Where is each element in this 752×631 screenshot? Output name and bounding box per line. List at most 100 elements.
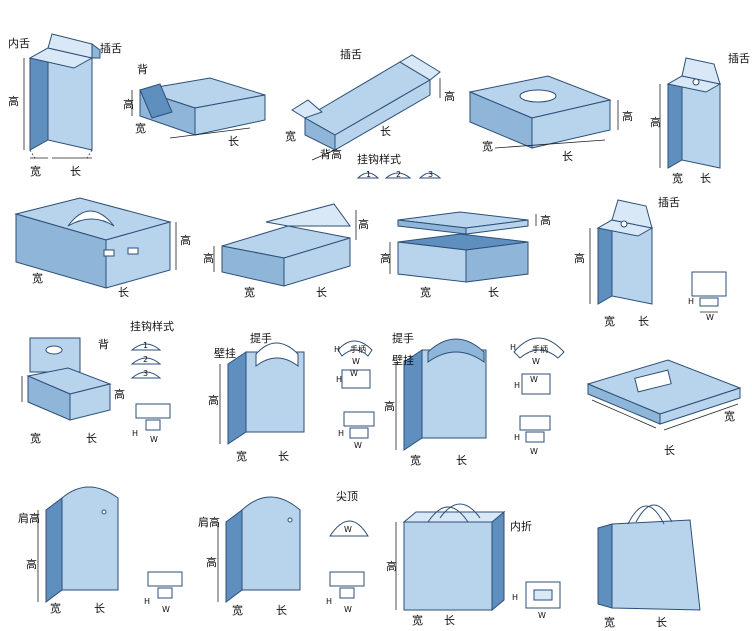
label-w: W (706, 313, 714, 322)
label-height: 高 (123, 97, 134, 111)
label-h: H (132, 429, 138, 438)
handle-detail-1 (337, 340, 375, 439)
hook-hole-detail-3 (329, 571, 365, 599)
tall-tuck-box-9 (589, 199, 654, 305)
label-w: W (532, 357, 540, 366)
label-w: W (354, 441, 362, 450)
label-tuck-inner: 内舌 (8, 36, 30, 50)
label-length: 长 (656, 616, 667, 629)
label-height: 高 (444, 89, 455, 103)
label-length: 长 (278, 450, 289, 463)
label-height: 高 (180, 233, 191, 247)
hook-style-1: 1 (143, 341, 148, 350)
house-box-14 (37, 486, 119, 603)
hanger-tuck-box-3 (291, 54, 441, 161)
label-width: 宽 (50, 601, 61, 615)
label-height: 高 (26, 557, 37, 571)
label-w: W (352, 357, 360, 366)
hanger-hole-detail (691, 271, 727, 313)
label-length: 长 (456, 454, 467, 467)
label-width: 宽 (135, 121, 146, 135)
label-length: 长 (488, 286, 499, 299)
label-handle: 提手 (392, 331, 414, 345)
hook-hole-detail-1 (135, 403, 171, 431)
label-h: H (514, 381, 520, 390)
label-length: 长 (444, 614, 455, 627)
hook-style-icons (356, 172, 442, 179)
label-length: 长 (70, 165, 81, 178)
label-handle-text: 手柄 (350, 344, 366, 354)
label-back: 背 (98, 337, 109, 351)
label-height: 高 (358, 217, 369, 231)
label-width: 宽 (232, 603, 243, 617)
tall-hanger-box-5 (659, 57, 722, 169)
label-width: 宽 (30, 164, 41, 178)
label-length: 长 (664, 444, 675, 457)
label-height: 高 (8, 94, 19, 108)
label-w: W (162, 605, 170, 614)
label-height: 高 (540, 213, 551, 227)
label-length: 长 (276, 604, 287, 617)
label-height: 高 (203, 251, 214, 265)
label-wall-hang: 壁挂 (214, 346, 236, 360)
label-hook-styles: 挂钩样式 (357, 152, 401, 166)
label-hook-styles: 挂钩样式 (130, 319, 174, 333)
label-w: W (538, 611, 546, 620)
label-tuck-insert: 插舌 (100, 41, 122, 55)
label-h: H (144, 597, 150, 606)
label-height: 高 (114, 387, 125, 401)
label-length: 长 (562, 150, 573, 163)
label-height: 高 (386, 559, 397, 573)
label-width: 宽 (412, 613, 423, 627)
label-back: 背 (137, 62, 148, 76)
tissue-box-4 (468, 75, 619, 149)
label-tuck-insert: 插舌 (728, 51, 750, 65)
label-width: 宽 (32, 271, 43, 285)
label-height: 高 (622, 109, 633, 123)
label-h: H (510, 343, 516, 352)
label-width: 宽 (285, 129, 296, 143)
peak-detail (329, 520, 369, 537)
label-h: H (512, 593, 518, 602)
label-w: W (150, 435, 158, 444)
handle-box-11 (219, 342, 305, 445)
label-width: 宽 (604, 314, 615, 328)
label-length: 长 (94, 602, 105, 615)
lid-box-7 (213, 203, 357, 287)
label-width: 宽 (30, 431, 41, 445)
handle-box-12 (395, 338, 487, 451)
hook-hole-detail-2 (147, 571, 183, 599)
label-length: 长 (316, 286, 327, 299)
label-width: 宽 (604, 615, 615, 629)
label-length: 长 (380, 125, 391, 138)
label-wall-hang: 壁挂 (392, 353, 414, 367)
handle-detail-2 (513, 337, 565, 443)
flat-box-2 (131, 77, 266, 139)
hook-style-2: 2 (143, 355, 148, 364)
label-handle: 提手 (250, 331, 272, 345)
hook-style-3: 3 (143, 369, 148, 378)
tall-tuck-box-1 (23, 33, 101, 161)
label-height: 高 (380, 251, 391, 265)
label-length: 长 (118, 286, 129, 299)
flat-handle-case-13 (586, 359, 742, 431)
label-width: 宽 (420, 285, 431, 299)
label-shoulder-height: 肩高 (18, 511, 40, 525)
label-h: H (326, 597, 332, 606)
label-shoulder-height: 肩高 (198, 515, 220, 529)
label-h: H (336, 375, 342, 384)
hook-style-2: 2 (396, 170, 401, 179)
label-fold-in: 内折 (510, 519, 532, 533)
hook-style-3: 3 (428, 170, 433, 179)
label-width: 宽 (482, 139, 493, 153)
label-tuck-insert: 插舌 (658, 195, 680, 209)
label-w: W (344, 605, 352, 614)
label-length: 长 (638, 315, 649, 328)
label-width: 宽 (724, 409, 735, 423)
label-height: 高 (206, 555, 217, 569)
paper-bag-16 (395, 503, 506, 612)
shopping-bag-17 (597, 504, 701, 611)
label-h: H (688, 297, 694, 306)
label-w: W (344, 525, 352, 534)
label-height: 高 (574, 251, 585, 265)
